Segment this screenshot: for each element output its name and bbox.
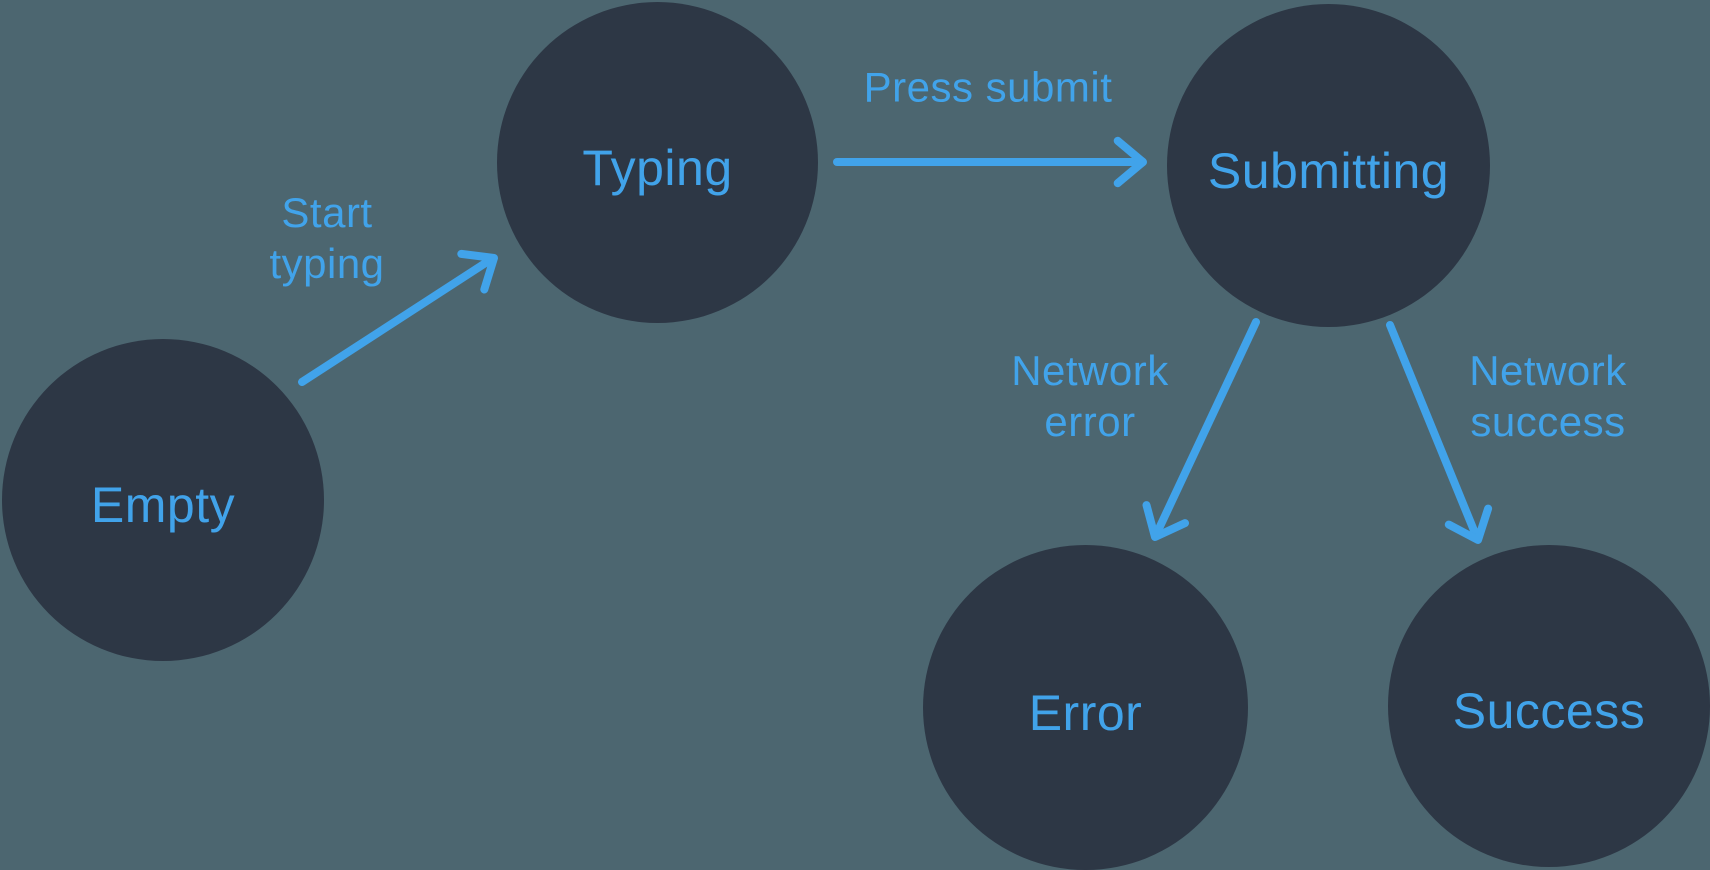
state-label-empty: Empty xyxy=(90,477,236,533)
arrow-head-icon xyxy=(1444,504,1493,544)
arrow-head-icon xyxy=(1142,501,1189,541)
state-label-success: Success xyxy=(1452,683,1646,739)
arrow-shaft xyxy=(1386,321,1479,537)
arrow-press-submit xyxy=(833,136,1147,188)
transition-label-start-typing: Start typing xyxy=(269,189,385,287)
transition-label-network-error: Network error xyxy=(1011,347,1169,445)
state-node-submitting: Submitting xyxy=(1167,4,1490,327)
state-node-typing: Typing xyxy=(497,2,818,323)
state-node-empty: Empty xyxy=(2,339,324,661)
state-node-success: Success xyxy=(1388,545,1710,867)
arrow-head-icon xyxy=(1113,136,1147,188)
state-label-typing: Typing xyxy=(582,139,733,196)
state-label-error: Error xyxy=(1028,684,1143,741)
transition-label-network-success: Network success xyxy=(1469,347,1627,445)
transition-label-press-submit: Press submit xyxy=(863,63,1113,111)
state-label-submitting: Submitting xyxy=(1207,142,1450,199)
arrow-head-icon xyxy=(457,249,498,294)
arrow-shaft xyxy=(1154,318,1260,534)
state-node-error: Error xyxy=(923,545,1248,870)
